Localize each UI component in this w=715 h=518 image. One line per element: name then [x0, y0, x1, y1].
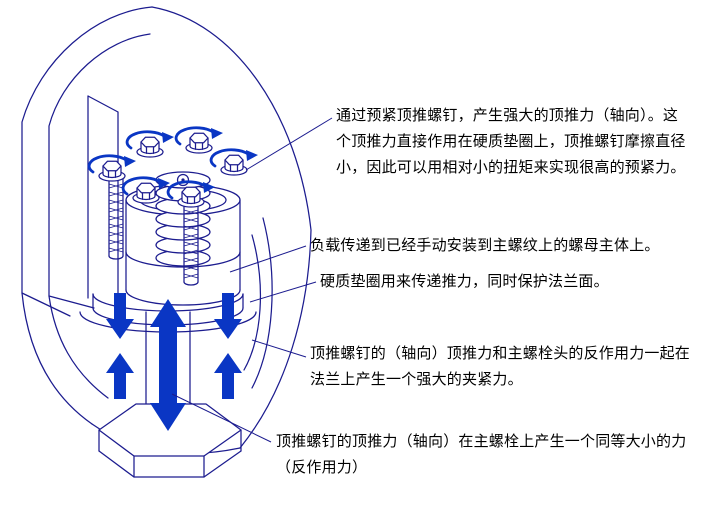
annotation-washer: 硬质垫圈用来传递推力，同时保护法兰面。 [320, 274, 609, 290]
jackbolt-hex-head-icon [136, 136, 164, 158]
jackbolt [125, 130, 176, 158]
jackbolt-hex-head-icon [185, 132, 213, 154]
annotation-reaction-force: 顶推螺钉的顶推力（轴向）在主螺栓上产生一个同等大小的力（反作用力） [276, 434, 687, 476]
annotation-preload: 通过预紧顶推螺钉，产生强大的顶推力（轴向）。这个顶推力直接作用在硬质垫圈上，顶推… [336, 108, 686, 176]
jackbolt-hex-head-icon [132, 182, 160, 204]
jackbolt-shank-left [108, 177, 124, 260]
main-bolt-hex-head [98, 403, 242, 478]
callout-lines [171, 117, 333, 443]
jackbolt [174, 126, 225, 154]
callout-line-reaction-force [171, 393, 272, 443]
callout-line-load-transfer [229, 245, 307, 273]
flange-outline [21, 6, 312, 455]
annotation-load-transfer: 负载传递到已经手动安装到主螺纹上的螺母主体上。 [310, 238, 660, 254]
callout-line-washer [249, 281, 317, 303]
jackbolt [209, 148, 260, 176]
jackbolt-hex-head-icon [98, 160, 126, 182]
stud-tension-double-arrow-icon [150, 299, 186, 431]
reaction-up-arrow-left-icon [106, 353, 134, 399]
callout-line-clamp-force [251, 339, 307, 358]
reaction-up-arrow-right-icon [214, 353, 242, 399]
jackbolt [87, 154, 138, 182]
callout-line-preload [245, 117, 333, 171]
thrust-down-arrow-left-icon [106, 293, 134, 339]
annotation-clamp-force: 顶推螺钉的（轴向）顶推力和主螺栓头的反作用力一起在法兰上产生一个强大的夹紧力。 [310, 346, 691, 388]
jackbolt-hex-head-icon [220, 154, 248, 176]
